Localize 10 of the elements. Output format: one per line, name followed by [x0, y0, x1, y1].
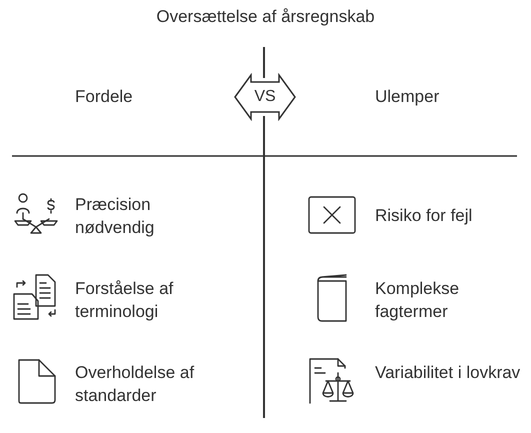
- title: Oversættelse af årsregnskab: [155, 7, 376, 27]
- item-label: Overholdelse af standarder: [75, 362, 196, 407]
- item-label: Komplekse fagtermer: [375, 278, 460, 323]
- item-label: Forståelse af terminologi: [75, 278, 174, 323]
- item-label: Variabilitet i lovkrav: [375, 362, 522, 384]
- column-heading: Fordele: [75, 87, 133, 107]
- column-heading: Ulemper: [375, 87, 440, 107]
- item-label: Præcision nødvendig: [75, 194, 156, 239]
- versus-label: VS: [254, 88, 276, 106]
- item-label: Risiko for fejl: [375, 205, 474, 227]
